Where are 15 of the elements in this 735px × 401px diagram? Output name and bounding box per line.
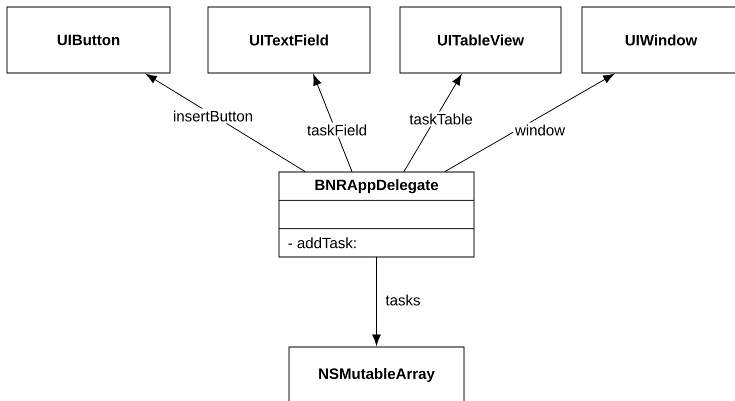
class-box: UIWindow xyxy=(582,6,735,74)
edge-label: window xyxy=(513,122,568,138)
class-box: BNRAppDelegate - addTask: xyxy=(278,172,474,258)
arrow xyxy=(372,257,381,346)
edge-label: taskTable xyxy=(407,111,475,126)
arrow xyxy=(444,74,614,172)
edge-label: insertButton xyxy=(170,108,256,124)
arrow xyxy=(404,74,462,172)
edge-label: taskField xyxy=(305,122,370,138)
class-box: NSMutableArray xyxy=(288,346,464,401)
arrow xyxy=(313,74,352,172)
class-box: UIButton xyxy=(6,6,170,74)
class-box: UITableView xyxy=(400,6,562,74)
edge-label: tasks xyxy=(383,292,422,308)
class-box: UITextField xyxy=(208,6,370,74)
